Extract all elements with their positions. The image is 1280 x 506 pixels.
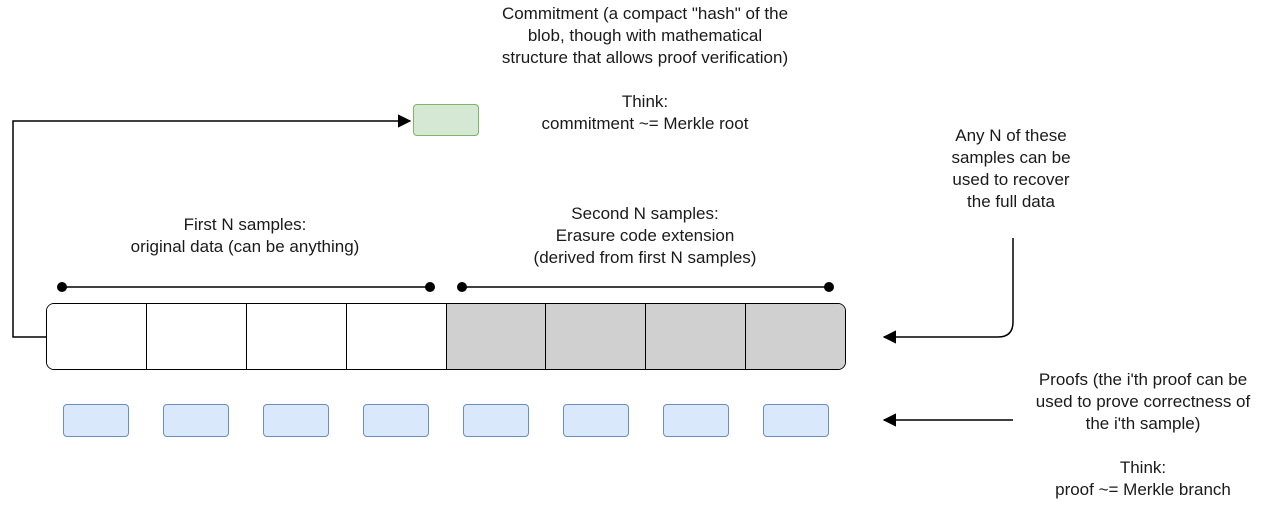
proof-box (63, 404, 129, 437)
recovery-note-line: samples can be (951, 148, 1071, 167)
recovery-note-line: the full data (967, 192, 1055, 211)
second-range-label-line: Erasure code extension (555, 226, 735, 245)
recovery-note: Any N of these samples can be used to re… (916, 125, 1106, 213)
commitment-think-heading: Think: (621, 92, 669, 111)
commitment-think-text: commitment ~= Merkle root (541, 114, 749, 133)
commitment-box (413, 104, 479, 136)
second-range-label: Second N samples: Erasure code extension… (495, 203, 795, 269)
extension-sample-cell (746, 304, 845, 369)
original-sample-cell (346, 304, 447, 369)
proof-box (163, 404, 229, 437)
first-range-label-line: original data (can be anything) (130, 237, 360, 256)
blob-to-commitment-arrow (12, 114, 412, 338)
blob (46, 303, 846, 370)
proofs-note-line: the i'th sample) (1085, 414, 1201, 433)
proof-box (763, 404, 829, 437)
proof-box (463, 404, 529, 437)
commitment-description-line: Commitment (a compact "hash" of the (501, 4, 789, 23)
proof-box (663, 404, 729, 437)
proof-box (263, 404, 329, 437)
original-sample-cell (47, 304, 147, 369)
proofs-think-text: proof ~= Merkle branch (1055, 480, 1231, 499)
first-range-label-line: First N samples: (183, 215, 307, 234)
proofs-think-heading: Think: (1119, 458, 1167, 477)
recovery-arrow (882, 238, 1014, 344)
second-range-label-line: Second N samples: (571, 204, 719, 223)
extension-sample-cell (646, 304, 747, 369)
first-range-bracket (57, 282, 435, 292)
proofs-note: Proofs (the i'th proof can be used to pr… (1010, 369, 1276, 501)
second-range-label-line: (derived from first N samples) (533, 248, 757, 267)
original-sample-cell (146, 304, 247, 369)
proofs-note-line: Proofs (the i'th proof can be (1038, 370, 1248, 389)
recovery-note-line: used to recover (952, 170, 1070, 189)
commitment-description-line: structure that allows proof verification… (501, 48, 789, 67)
proof-box (563, 404, 629, 437)
second-range-bracket (457, 282, 834, 292)
proofs-note-line: used to prove correctness of (1035, 392, 1251, 411)
proof-box (363, 404, 429, 437)
recovery-note-line: Any N of these (955, 126, 1067, 145)
commitment-description: Commitment (a compact "hash" of the blob… (460, 3, 830, 135)
first-range-end-dot (425, 282, 435, 292)
second-range-end-dot (824, 282, 834, 292)
first-range-label: First N samples: original data (can be a… (95, 214, 395, 258)
first-range-start-dot (57, 282, 67, 292)
second-range-start-dot (457, 282, 467, 292)
original-sample-cell (246, 304, 347, 369)
extension-sample-cell (446, 304, 547, 369)
extension-sample-cell (546, 304, 647, 369)
commitment-description-line: blob, though with mathematical (527, 26, 763, 45)
